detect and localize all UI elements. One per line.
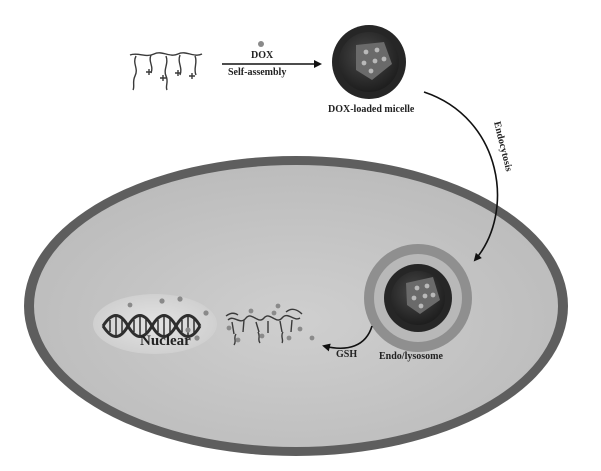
drug-molecule-icon xyxy=(258,41,264,47)
micelle-label: DOX-loaded micelle xyxy=(328,104,415,115)
dox-label: DOX xyxy=(251,50,274,61)
gsh-label: GSH xyxy=(336,349,358,360)
nuclear-label: Nuclear xyxy=(140,333,191,349)
endo-lysosome-label: Endo/lysosome xyxy=(379,351,443,362)
micelle-icon xyxy=(332,25,406,99)
nucleus xyxy=(93,294,217,354)
polymer-fragment-dots xyxy=(226,303,315,343)
arrow-icon xyxy=(423,91,499,262)
arrow-icon xyxy=(322,325,373,352)
dna-helix-icon xyxy=(101,314,202,338)
cytoplasm xyxy=(34,165,558,447)
dissociated-polymer-icon xyxy=(225,308,303,346)
micelle-icon xyxy=(384,264,452,332)
self-assembly-label: Self-assembly xyxy=(228,67,287,78)
released-drug-dots xyxy=(127,296,209,341)
polymer-chain-icon xyxy=(129,52,203,91)
